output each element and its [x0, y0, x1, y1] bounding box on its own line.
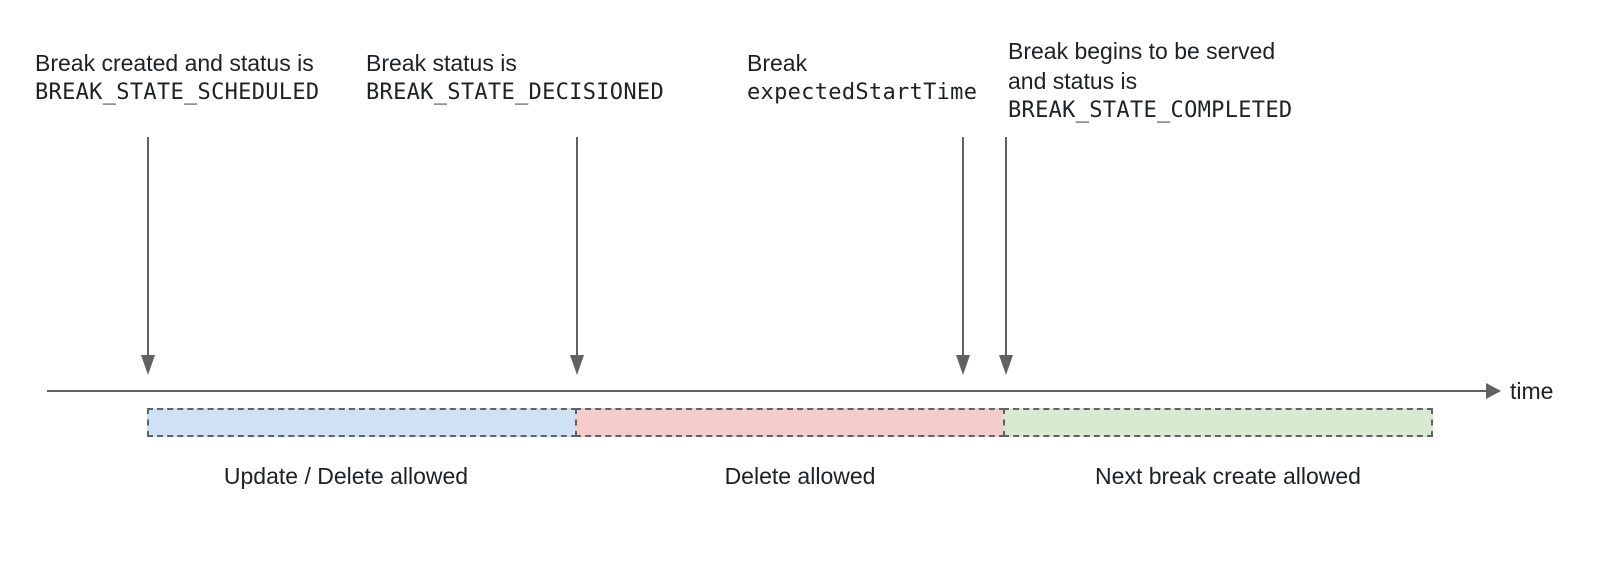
segment-update-delete-allowed [147, 408, 577, 437]
arrow-down-icon [956, 355, 970, 375]
timeline-segments [147, 408, 1433, 437]
arrow-shaft [147, 137, 149, 356]
arrow-down-icon [141, 355, 155, 375]
annotation-break-decisioned: Break status is BREAK_STATE_DECISIONED [366, 48, 664, 108]
annotation-code-text: BREAK_STATE_DECISIONED [366, 80, 664, 105]
annotation-text: Break begins to be served [1008, 38, 1276, 64]
arrow-down-icon [999, 355, 1013, 375]
arrow-shaft [962, 137, 964, 356]
time-axis-label: time [1510, 378, 1554, 404]
annotation-text: Break created and status is [35, 50, 314, 76]
annotation-expected-start-time: Break expectedStartTime [747, 48, 977, 108]
annotation-code-text: expectedStartTime [747, 80, 978, 105]
arrow-right-icon [1486, 383, 1501, 399]
annotation-text: and status is [1008, 68, 1138, 94]
segment-next-break-create-allowed [1003, 408, 1433, 437]
event-arrow-expected-start [955, 137, 971, 375]
segment-label-update-delete: Update / Delete allowed [223, 463, 469, 489]
time-axis-line [47, 390, 1487, 392]
arrow-shaft [1005, 137, 1007, 356]
annotation-break-scheduled: Break created and status is BREAK_STATE_… [35, 48, 319, 108]
segment-label-next-break: Next break create allowed [1095, 463, 1361, 489]
annotation-text: Break [747, 50, 808, 76]
segment-label-delete: Delete allowed [724, 463, 876, 489]
event-arrow-scheduled [140, 137, 156, 375]
segment-delete-allowed [575, 408, 1005, 437]
annotation-text: Break status is [366, 50, 517, 76]
annotation-code-text: BREAK_STATE_COMPLETED [1008, 98, 1293, 123]
arrow-down-icon [570, 355, 584, 375]
event-arrow-completed [998, 137, 1014, 375]
annotation-code-text: BREAK_STATE_SCHEDULED [35, 80, 320, 105]
annotation-break-completed: Break begins to be served and status is … [1008, 36, 1292, 126]
event-arrow-decisioned [569, 137, 585, 375]
arrow-shaft [576, 137, 578, 356]
